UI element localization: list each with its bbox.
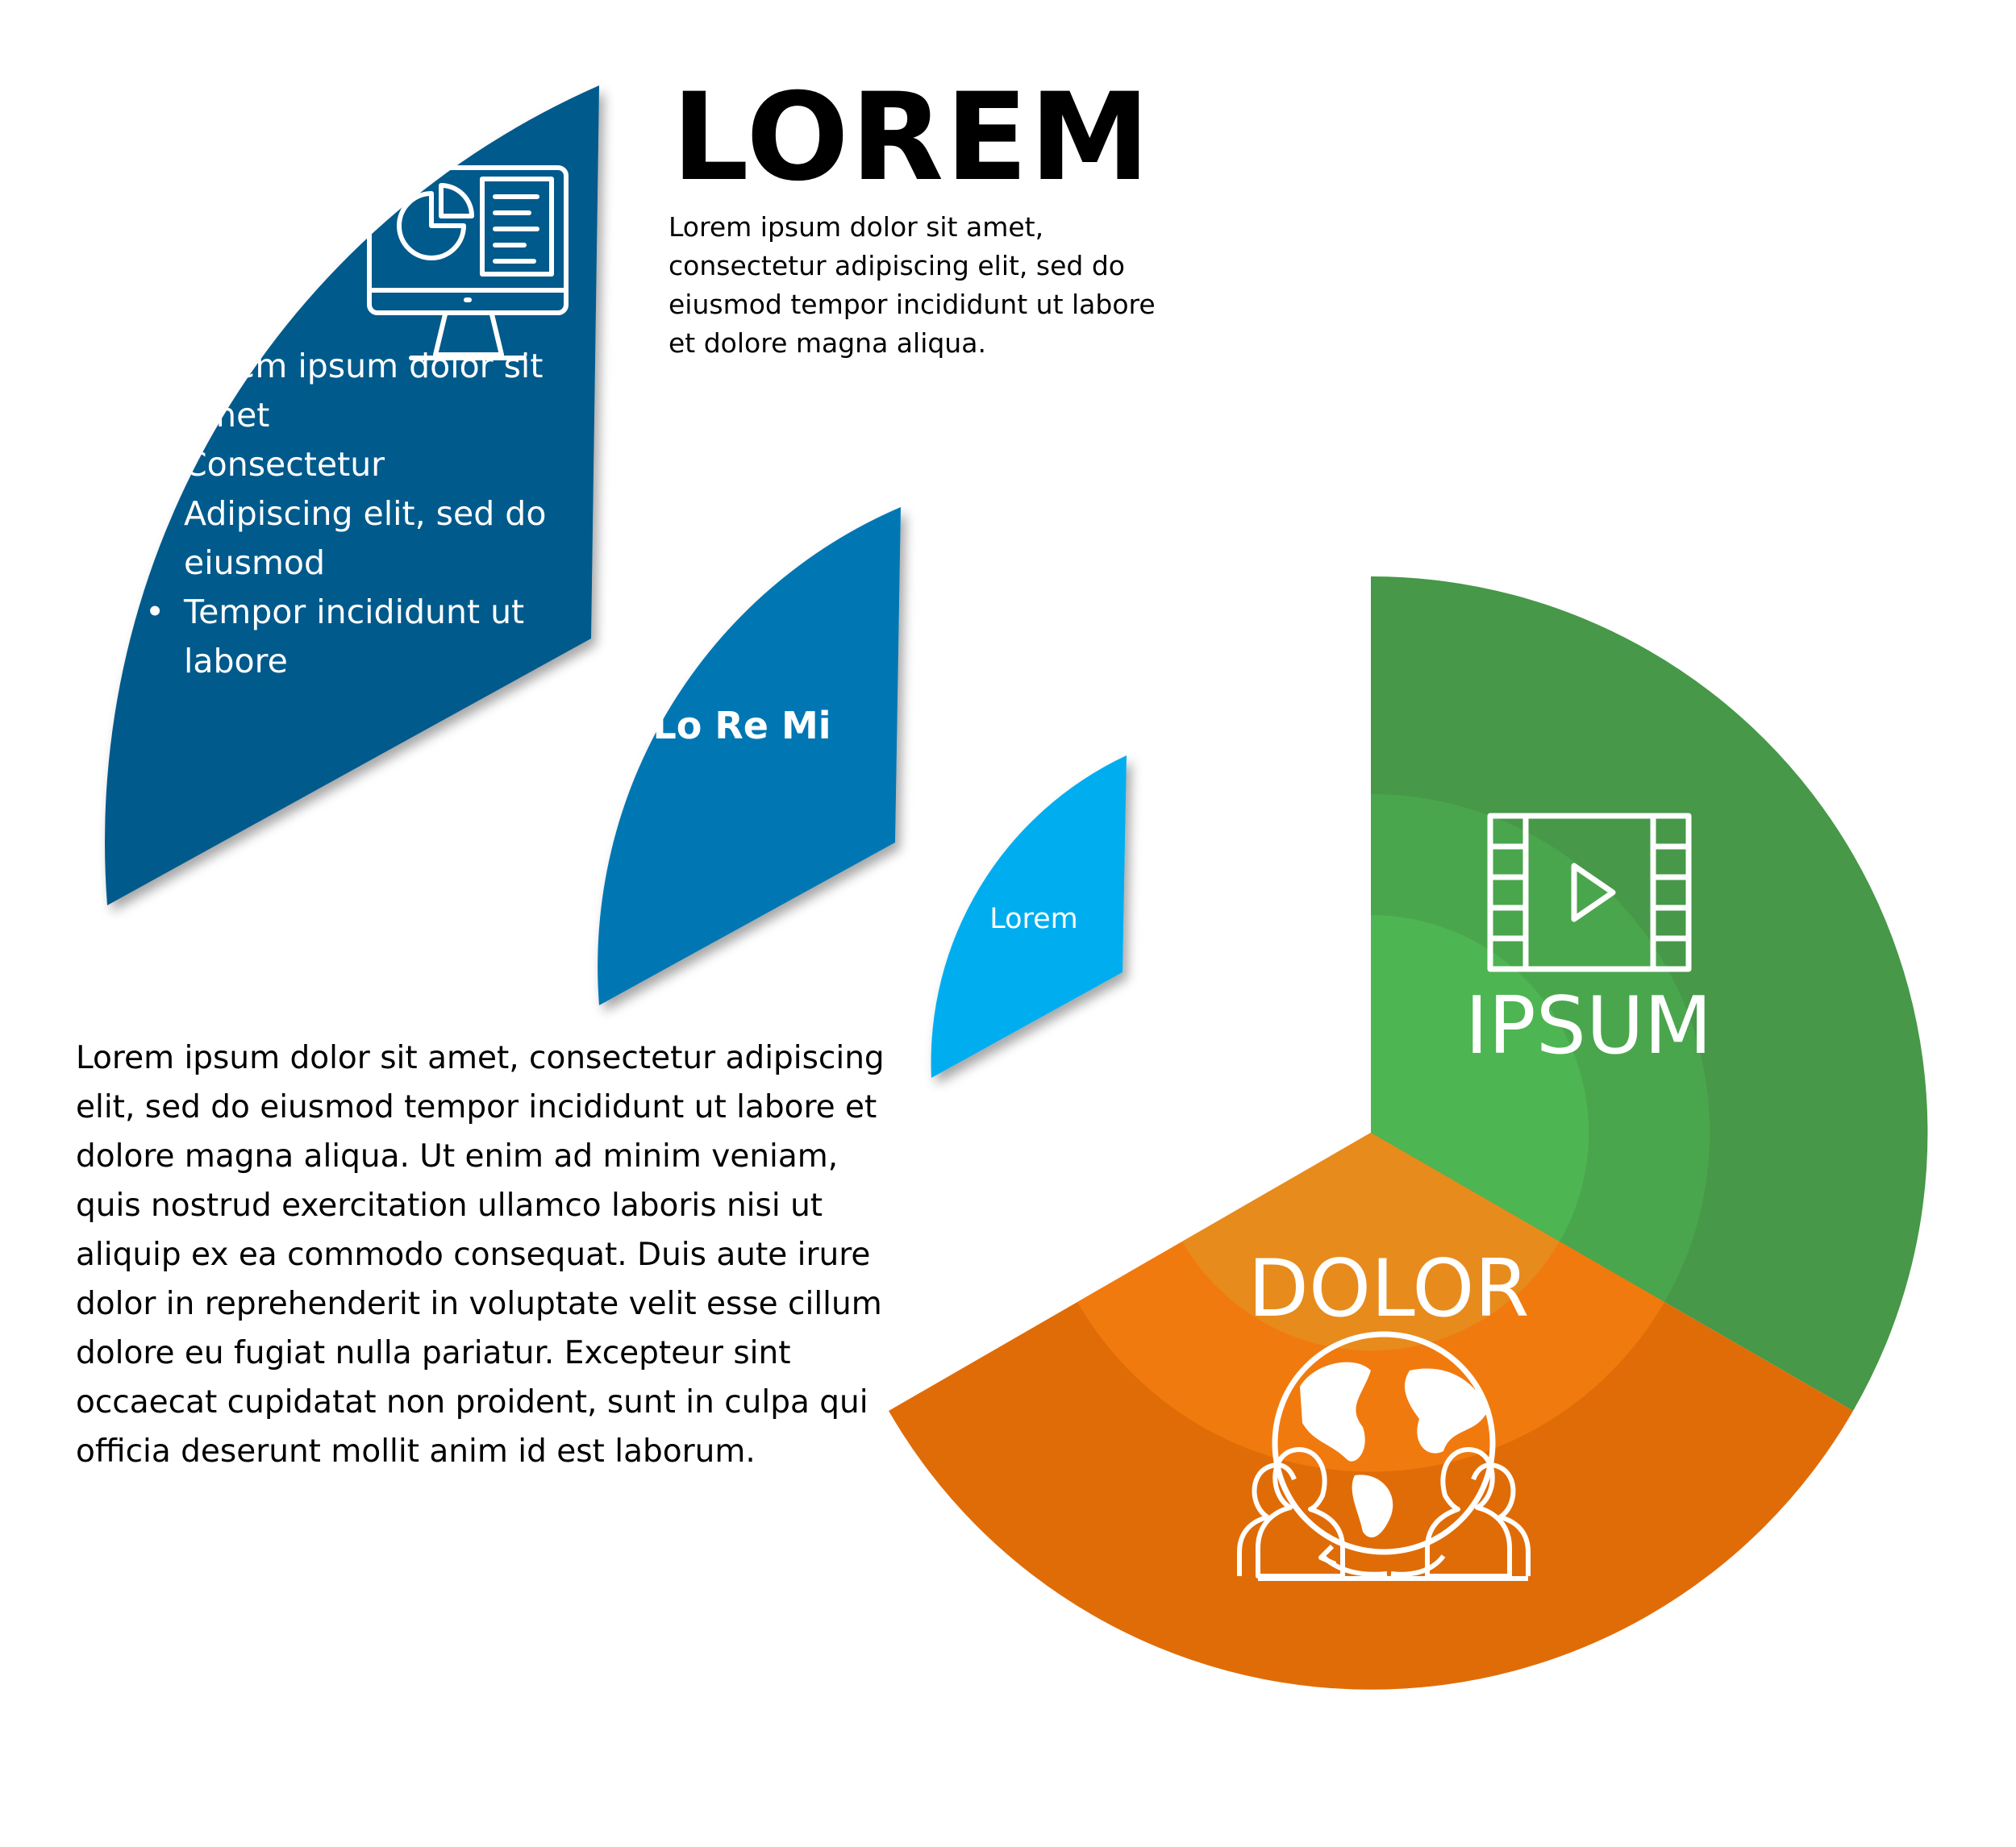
small-segment-label: Lorem	[989, 903, 1078, 935]
bullet-item: Consectetur	[145, 440, 597, 489]
bullet-list: Lorem ipsum dolor sit amet Consectetur A…	[145, 342, 597, 686]
intro-paragraph: Lorem ipsum dolor sit amet, consectetur …	[669, 211, 1156, 359]
bullet-item: Lorem ipsum dolor sit amet	[145, 342, 597, 440]
middle-segment-label: Lo Re Mi	[652, 704, 831, 747]
ring-chart	[889, 576, 1928, 1690]
dolor-sector-inner	[1182, 1133, 1560, 1351]
monitor-report-icon	[367, 165, 569, 360]
globe-people-icon	[1237, 1331, 1531, 1581]
small-blue-segment	[931, 755, 1127, 1078]
middle-blue-segment	[598, 507, 901, 1005]
dolor-label: DOLOR	[1248, 1243, 1530, 1335]
film-play-icon	[1487, 813, 1692, 972]
page-title: LOREM	[672, 68, 1152, 208]
ipsum-sector-inner	[1371, 915, 1589, 1242]
body-paragraph: Lorem ipsum dolor sit amet, consectetur …	[76, 1040, 885, 1470]
ipsum-label: IPSUM	[1464, 980, 1713, 1072]
bullet-item: Adipiscing elit, sed do eiusmod	[145, 489, 597, 588]
bullet-item: Tempor incididunt ut labore	[145, 588, 597, 686]
